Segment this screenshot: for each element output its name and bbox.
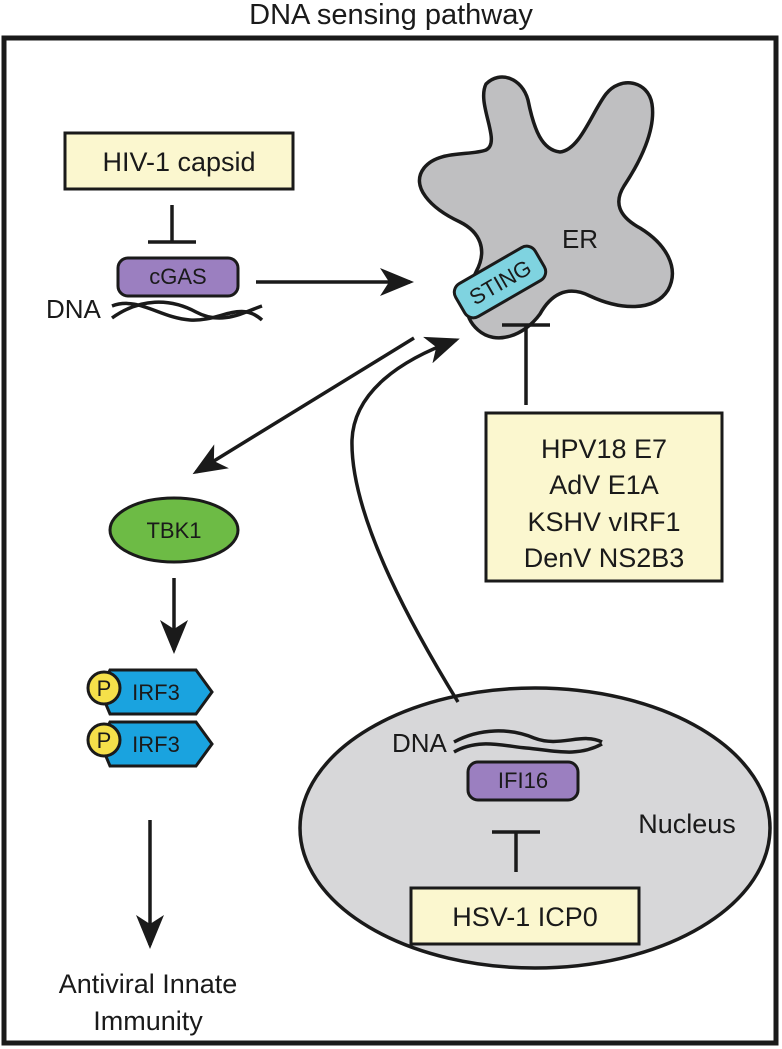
ifi16-to-sting-arrow [350,336,460,703]
sting-inhibitor-4: DenV NS2B3 [524,543,685,573]
ifi16-protein [466,760,580,802]
output-line-1: Antiviral Innate [59,969,238,999]
phospho-marker-1 [86,670,122,706]
phospho-label-2: P [97,728,112,753]
sting-inhibitor-2: AdV E1A [549,470,659,500]
nuc-dna-strand-2 [453,742,603,754]
irf3-label-1: IRF3 [132,680,180,705]
tbk1-label: TBK1 [146,518,201,543]
er-label: ER [562,224,598,254]
hsv-icp0-box [409,886,641,946]
output-line-2: Immunity [93,1006,203,1036]
tbk1-protein [108,496,240,564]
cell-frame [1,35,779,1046]
sting-inhibitor-1: HPV18 E7 [541,434,667,464]
nuc-dna-label: DNA [392,728,448,758]
diagram-title: DNA sensing pathway [249,0,533,31]
ifi16-label: IFI16 [498,768,548,793]
phospho-marker-2 [86,722,122,758]
irf3-monomer-1 [98,668,214,716]
cgas-label: cGAS [149,264,206,289]
nucleus-label: Nucleus [638,809,736,839]
nuc-dna-strand-1 [453,729,603,744]
cyto-dna-label: DNA [46,294,102,324]
hsv-icp0-label: HSV-1 ICP0 [452,902,598,932]
phospho-label-1: P [97,676,112,701]
sting-inhibitor-3: KSHV vIRF1 [527,507,680,537]
sting-inhibitors-box [484,411,724,583]
irf3-label-2: IRF3 [132,732,180,757]
sting-to-tbk1-arrow [192,336,415,475]
cyto-dna-strand-2 [111,301,264,322]
irf3-monomer-2 [98,720,214,768]
hiv-capsid-box [63,131,295,191]
cgas-protein [116,256,240,298]
hiv-capsid-label: HIV-1 capsid [102,147,255,177]
